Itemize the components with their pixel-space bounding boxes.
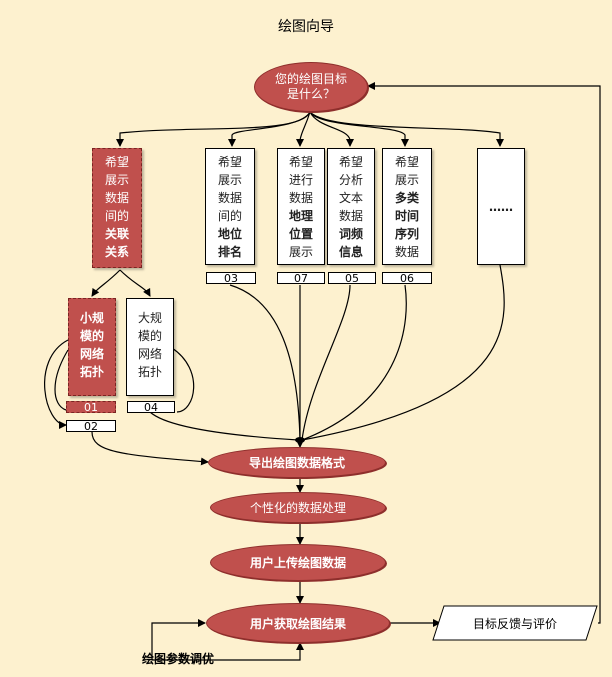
geo-text-2: 进行 xyxy=(288,173,313,187)
page-title: 绘图向导 xyxy=(278,19,334,35)
rank-text-5: 地位 xyxy=(217,227,242,241)
relation-text-3: 数据 xyxy=(104,191,129,205)
more-text: …… xyxy=(489,199,513,214)
rank-text-1: 希望 xyxy=(217,155,242,169)
relation-text-2: 展示 xyxy=(104,173,129,187)
goal-line2: 是什么？ xyxy=(286,87,335,101)
feedback-label: 目标反馈与评价 xyxy=(472,616,557,631)
text-text-2: 分析 xyxy=(338,173,363,187)
tag-02: 02 xyxy=(66,420,116,432)
geo-box: 希望 进行 数据 地理 位置 展示 xyxy=(277,148,325,265)
param-tuning-label: 绘图参数调优 xyxy=(142,652,215,666)
export-step: 导出绘图数据格式 xyxy=(208,447,386,478)
text-text-1: 希望 xyxy=(338,155,363,169)
large-text-4: 拓扑 xyxy=(137,365,162,379)
small-text-2: 模的 xyxy=(79,329,104,343)
goal-line1: 您的绘图目标 xyxy=(274,72,347,86)
rank-text-2: 展示 xyxy=(217,173,242,187)
tag-07: 07 xyxy=(277,272,325,284)
series-text-6: 数据 xyxy=(394,245,419,259)
small-text-3: 网络 xyxy=(79,347,104,361)
series-text-1: 希望 xyxy=(394,155,419,169)
large-text-3: 网络 xyxy=(137,347,162,361)
rank-box: 希望 展示 数据 间的 地位 排名 xyxy=(205,148,255,265)
geo-text-1: 希望 xyxy=(288,155,313,169)
series-text-5: 序列 xyxy=(394,227,419,241)
tag-05: 05 xyxy=(328,272,376,284)
text-text-4: 数据 xyxy=(338,209,363,223)
small-text-1: 小规 xyxy=(79,311,104,325)
series-text-3: 多类 xyxy=(394,191,419,205)
upload-step: 用户上传绘图数据 xyxy=(210,544,386,581)
tag-01: 01 xyxy=(66,401,116,413)
large-text-1: 大规 xyxy=(137,311,162,325)
more-box: …… xyxy=(477,148,525,265)
tag-06: 06 xyxy=(382,272,432,284)
text-text-3: 文本 xyxy=(338,191,363,205)
geo-text-6: 展示 xyxy=(288,245,313,259)
relation-text-5: 关联 xyxy=(104,227,129,241)
relation-text-4: 间的 xyxy=(104,209,129,223)
feedback-box: 目标反馈与评价 xyxy=(432,605,598,641)
geo-text-4: 地理 xyxy=(288,209,313,223)
large-text-2: 模的 xyxy=(137,329,162,343)
relation-text-1: 希望 xyxy=(104,155,129,169)
series-box: 希望 展示 多类 时间 序列 数据 xyxy=(382,148,432,265)
text-text-6: 信息 xyxy=(338,245,363,259)
goal-ellipse: 您的绘图目标 是什么？ xyxy=(254,62,368,112)
relation-box: 希望 展示 数据 间的 关联 关系 xyxy=(92,148,142,268)
relation-text-6: 关系 xyxy=(104,245,129,259)
text-text-5: 词频 xyxy=(338,227,363,241)
tag-03: 03 xyxy=(206,272,256,284)
text-box: 希望 分析 文本 数据 词频 信息 xyxy=(327,148,375,265)
large-network-box: 大规 模的 网络 拓扑 xyxy=(126,298,174,396)
process-step: 个性化的数据处理 xyxy=(210,492,386,523)
tag-04: 04 xyxy=(127,401,175,413)
rank-text-4: 间的 xyxy=(217,209,242,223)
feedback-shape xyxy=(432,605,598,641)
geo-text-5: 位置 xyxy=(288,227,313,241)
result-step: 用户获取绘图结果 xyxy=(206,603,390,643)
small-text-4: 拓扑 xyxy=(79,365,104,379)
rank-text-3: 数据 xyxy=(217,191,242,205)
series-text-4: 时间 xyxy=(394,209,419,223)
geo-text-3: 数据 xyxy=(288,191,313,205)
series-text-2: 展示 xyxy=(394,173,419,187)
small-network-box: 小规 模的 网络 拓扑 xyxy=(68,298,116,396)
rank-text-6: 排名 xyxy=(217,245,242,259)
